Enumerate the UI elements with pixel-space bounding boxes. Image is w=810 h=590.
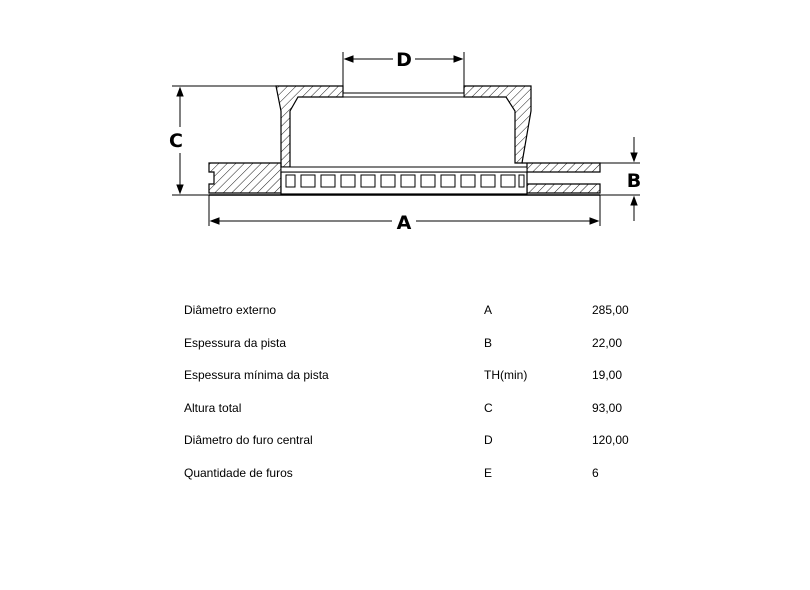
dimension-b	[600, 137, 640, 221]
table-row: Altura total C 93,00	[184, 392, 672, 425]
flange-left	[208, 162, 282, 194]
vent-hole	[360, 174, 376, 188]
hat-wall-left	[275, 85, 344, 168]
vent-hole	[440, 174, 456, 188]
table-row: Diâmetro do furo central D 120,00	[184, 424, 672, 457]
spec-name: Espessura da pista	[184, 335, 287, 350]
specifications-table: Diâmetro externo A 285,00 Espessura da p…	[184, 294, 672, 489]
spec-value: 285,00	[592, 303, 629, 318]
flange-right-lower	[526, 183, 601, 194]
vent-hole	[285, 174, 296, 188]
vent-hole	[460, 174, 476, 188]
spec-code: TH(min)	[484, 368, 528, 383]
dimension-d-label: D	[396, 49, 412, 71]
hat-wall-right	[463, 85, 532, 164]
table-row: Espessura mínima da pista TH(min) 19,00	[184, 359, 672, 392]
spec-code: D	[484, 433, 493, 448]
vent-hole	[300, 174, 316, 188]
spec-value: 6	[592, 465, 599, 480]
vent-hole	[518, 174, 525, 188]
vent-hole	[340, 174, 356, 188]
disc-hat-section	[276, 86, 600, 173]
table-row: Espessura da pista B 22,00	[184, 327, 672, 360]
dimension-a-label: A	[397, 212, 412, 234]
spec-name: Altura total	[184, 400, 242, 415]
spec-value: 19,00	[592, 368, 623, 383]
dimension-d	[342, 52, 465, 93]
dimension-c-label: C	[169, 130, 183, 152]
table-row: Diâmetro externo A 285,00	[184, 294, 672, 327]
dimension-c	[172, 85, 276, 196]
vent-hole	[400, 174, 416, 188]
vent-hole	[480, 174, 496, 188]
spec-code: B	[484, 335, 493, 350]
brake-disc-diagram: D C A B	[169, 49, 641, 234]
dimension-a	[208, 195, 601, 226]
table-row: Quantidade de furos E 6	[184, 457, 672, 490]
spec-name: Diâmetro externo	[184, 303, 277, 318]
flange-right	[522, 162, 601, 173]
spec-name: Diâmetro do furo central	[184, 433, 313, 448]
vent-holes	[285, 174, 525, 188]
spec-value: 93,00	[592, 400, 623, 415]
vent-hole	[320, 174, 336, 188]
spec-code: E	[484, 465, 493, 480]
spec-code: A	[484, 303, 493, 318]
spec-code: C	[484, 400, 493, 415]
spec-name: Quantidade de furos	[184, 465, 293, 480]
vent-band-inner	[280, 166, 528, 173]
vent-hole	[420, 174, 436, 188]
spec-name: Espessura mínima da pista	[184, 368, 329, 383]
spec-value: 22,00	[592, 335, 623, 350]
spec-value: 120,00	[592, 433, 629, 448]
center-bore	[342, 92, 465, 98]
dimension-b-label: B	[627, 170, 641, 192]
vent-hole	[500, 174, 516, 188]
vent-hole	[380, 174, 396, 188]
